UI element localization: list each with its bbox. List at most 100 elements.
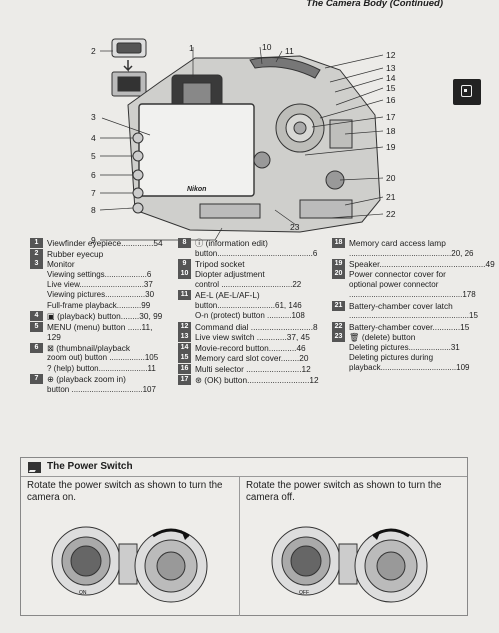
legend-text: Memory card access lamp — [349, 238, 446, 248]
legend-number-badge: 17 — [178, 374, 191, 385]
callout-8: 8 — [91, 205, 96, 215]
legend-entry: 6⊠ (thumbnail/playback — [30, 342, 168, 354]
legend-number-badge: 10 — [178, 269, 191, 280]
callout-10: 10 — [262, 42, 272, 52]
legend-text: Diopter adjustment — [195, 269, 265, 280]
legend-number-badge: 7 — [30, 373, 43, 384]
power-on-illustration: ON — [51, 526, 208, 603]
power-switch-header: The Power Switch — [21, 458, 467, 477]
legend-text: ⊠ (thumbnail/playback — [47, 342, 131, 353]
legend-entry: 7⊕ (playback zoom in) — [30, 373, 168, 385]
on-label: ON — [79, 590, 87, 596]
legend-text: ⊛ (OK) button...........................… — [195, 374, 319, 385]
chapter-tab — [453, 79, 481, 105]
legend-number-badge: 16 — [178, 363, 191, 374]
legend-text: AE-L (AE-L/AF-L) — [195, 290, 260, 301]
callout-22: 22 — [386, 209, 396, 219]
legend-number-badge: 9 — [178, 258, 191, 269]
callout-6: 6 — [91, 170, 96, 180]
legend-entry: optional power connector — [332, 280, 474, 290]
legend-text: Power connector cover for — [349, 269, 446, 280]
callout-20: 20 — [386, 173, 396, 183]
legend-entry: playback................................… — [332, 363, 474, 373]
legend-entry: 3 Monitor — [30, 259, 168, 270]
camera-body — [127, 55, 381, 233]
callout-5: 5 — [91, 151, 96, 161]
legend-text: control ................................… — [195, 280, 302, 290]
power-switch-title: The Power Switch — [47, 461, 133, 472]
legend-text: O-n (protect) button ...........108 — [195, 311, 305, 321]
chapter-tab-icon — [461, 85, 472, 97]
callout-3: 3 — [91, 112, 96, 122]
legend-entry: Deleting pictures...................31 — [332, 343, 474, 353]
callout-21: 21 — [386, 192, 396, 202]
callout-13: 13 — [386, 63, 396, 73]
power-on-instruction: Rotate the power switch as shown to turn… — [27, 480, 223, 503]
legend-number-badge: 1 — [30, 238, 43, 248]
legend-text: ........................................… — [349, 248, 474, 258]
legend-entry: 16 Multi selector .......................… — [178, 363, 324, 375]
legend-text: Multi selector ........................1… — [195, 363, 311, 374]
legend-text: Viewing pictures..................30 — [47, 290, 155, 300]
legend-number-badge: 15 — [178, 353, 191, 364]
legend-text: Tripod socket — [195, 258, 245, 269]
callout-11: 11 — [285, 46, 294, 56]
camera-brand-label: Nikon — [187, 186, 206, 193]
legend-text: optional power connector — [349, 280, 439, 290]
legend-text: Deleting pictures...................31 — [349, 342, 460, 352]
legend-entry: ........................................… — [332, 249, 474, 259]
callout-4: 4 — [91, 133, 96, 143]
callout-19: 19 — [386, 142, 396, 152]
legend-number-badge: 2 — [30, 248, 43, 259]
legend-entry: ? (help) button......................11 — [30, 364, 168, 374]
pane-divider — [239, 477, 240, 616]
legend-text: button..................................… — [195, 248, 318, 258]
legend-entry: Deleting pictures during — [332, 353, 474, 363]
legend-text: ▣ (playback) button........30, 99 — [47, 310, 163, 321]
legend-entry: ........................................… — [332, 290, 476, 300]
legend-text: Full-frame playback...........99 — [47, 300, 151, 310]
legend-text: Rubber eyecup — [47, 248, 104, 259]
legend-text: Battery-chamber cover latch — [349, 300, 453, 311]
power-switch-section: The Power Switch Rotate the power switch… — [20, 457, 468, 616]
legend-number-badge: 3 — [30, 259, 43, 270]
eyecup-illustration — [111, 38, 147, 97]
legend-entry: zoom out) button ................105 — [30, 353, 168, 363]
legend-text: button..........................61, 146 — [195, 300, 302, 310]
callout-17: 17 — [386, 112, 396, 122]
legend-text: playback................................… — [349, 363, 470, 373]
legend-text: ........................................… — [349, 290, 476, 300]
legend-text: Battery-chamber cover............15 — [349, 321, 470, 332]
legend-entry: Full-frame playback...........99 — [30, 301, 168, 311]
legend-entry: 8 ⓘ (information edit) — [178, 238, 324, 249]
legend-text: ⓘ (information edit) — [195, 238, 268, 248]
legend-number-badge: 13 — [178, 332, 191, 343]
legend-text: Speaker.................................… — [349, 258, 495, 269]
legend-number-badge: 21 — [332, 300, 345, 311]
legend-text: ........................................… — [349, 311, 478, 321]
callout-15: 15 — [386, 83, 396, 93]
legend-entry: Viewing pictures..................30 — [30, 290, 168, 300]
callout-9: 9 — [91, 235, 96, 245]
legend-text: Movie-record button............46 — [195, 342, 306, 353]
legend-number-badge: 8 — [178, 238, 191, 248]
callout-1: 1 — [189, 43, 194, 53]
legend-entry: 2 Rubber eyecup — [30, 248, 168, 260]
page-header-title: The Camera Body (Continued) — [306, 0, 443, 9]
legend-text: Monitor — [47, 259, 75, 270]
callout-23: 23 — [290, 222, 300, 232]
legend-number-badge: 12 — [178, 321, 191, 332]
